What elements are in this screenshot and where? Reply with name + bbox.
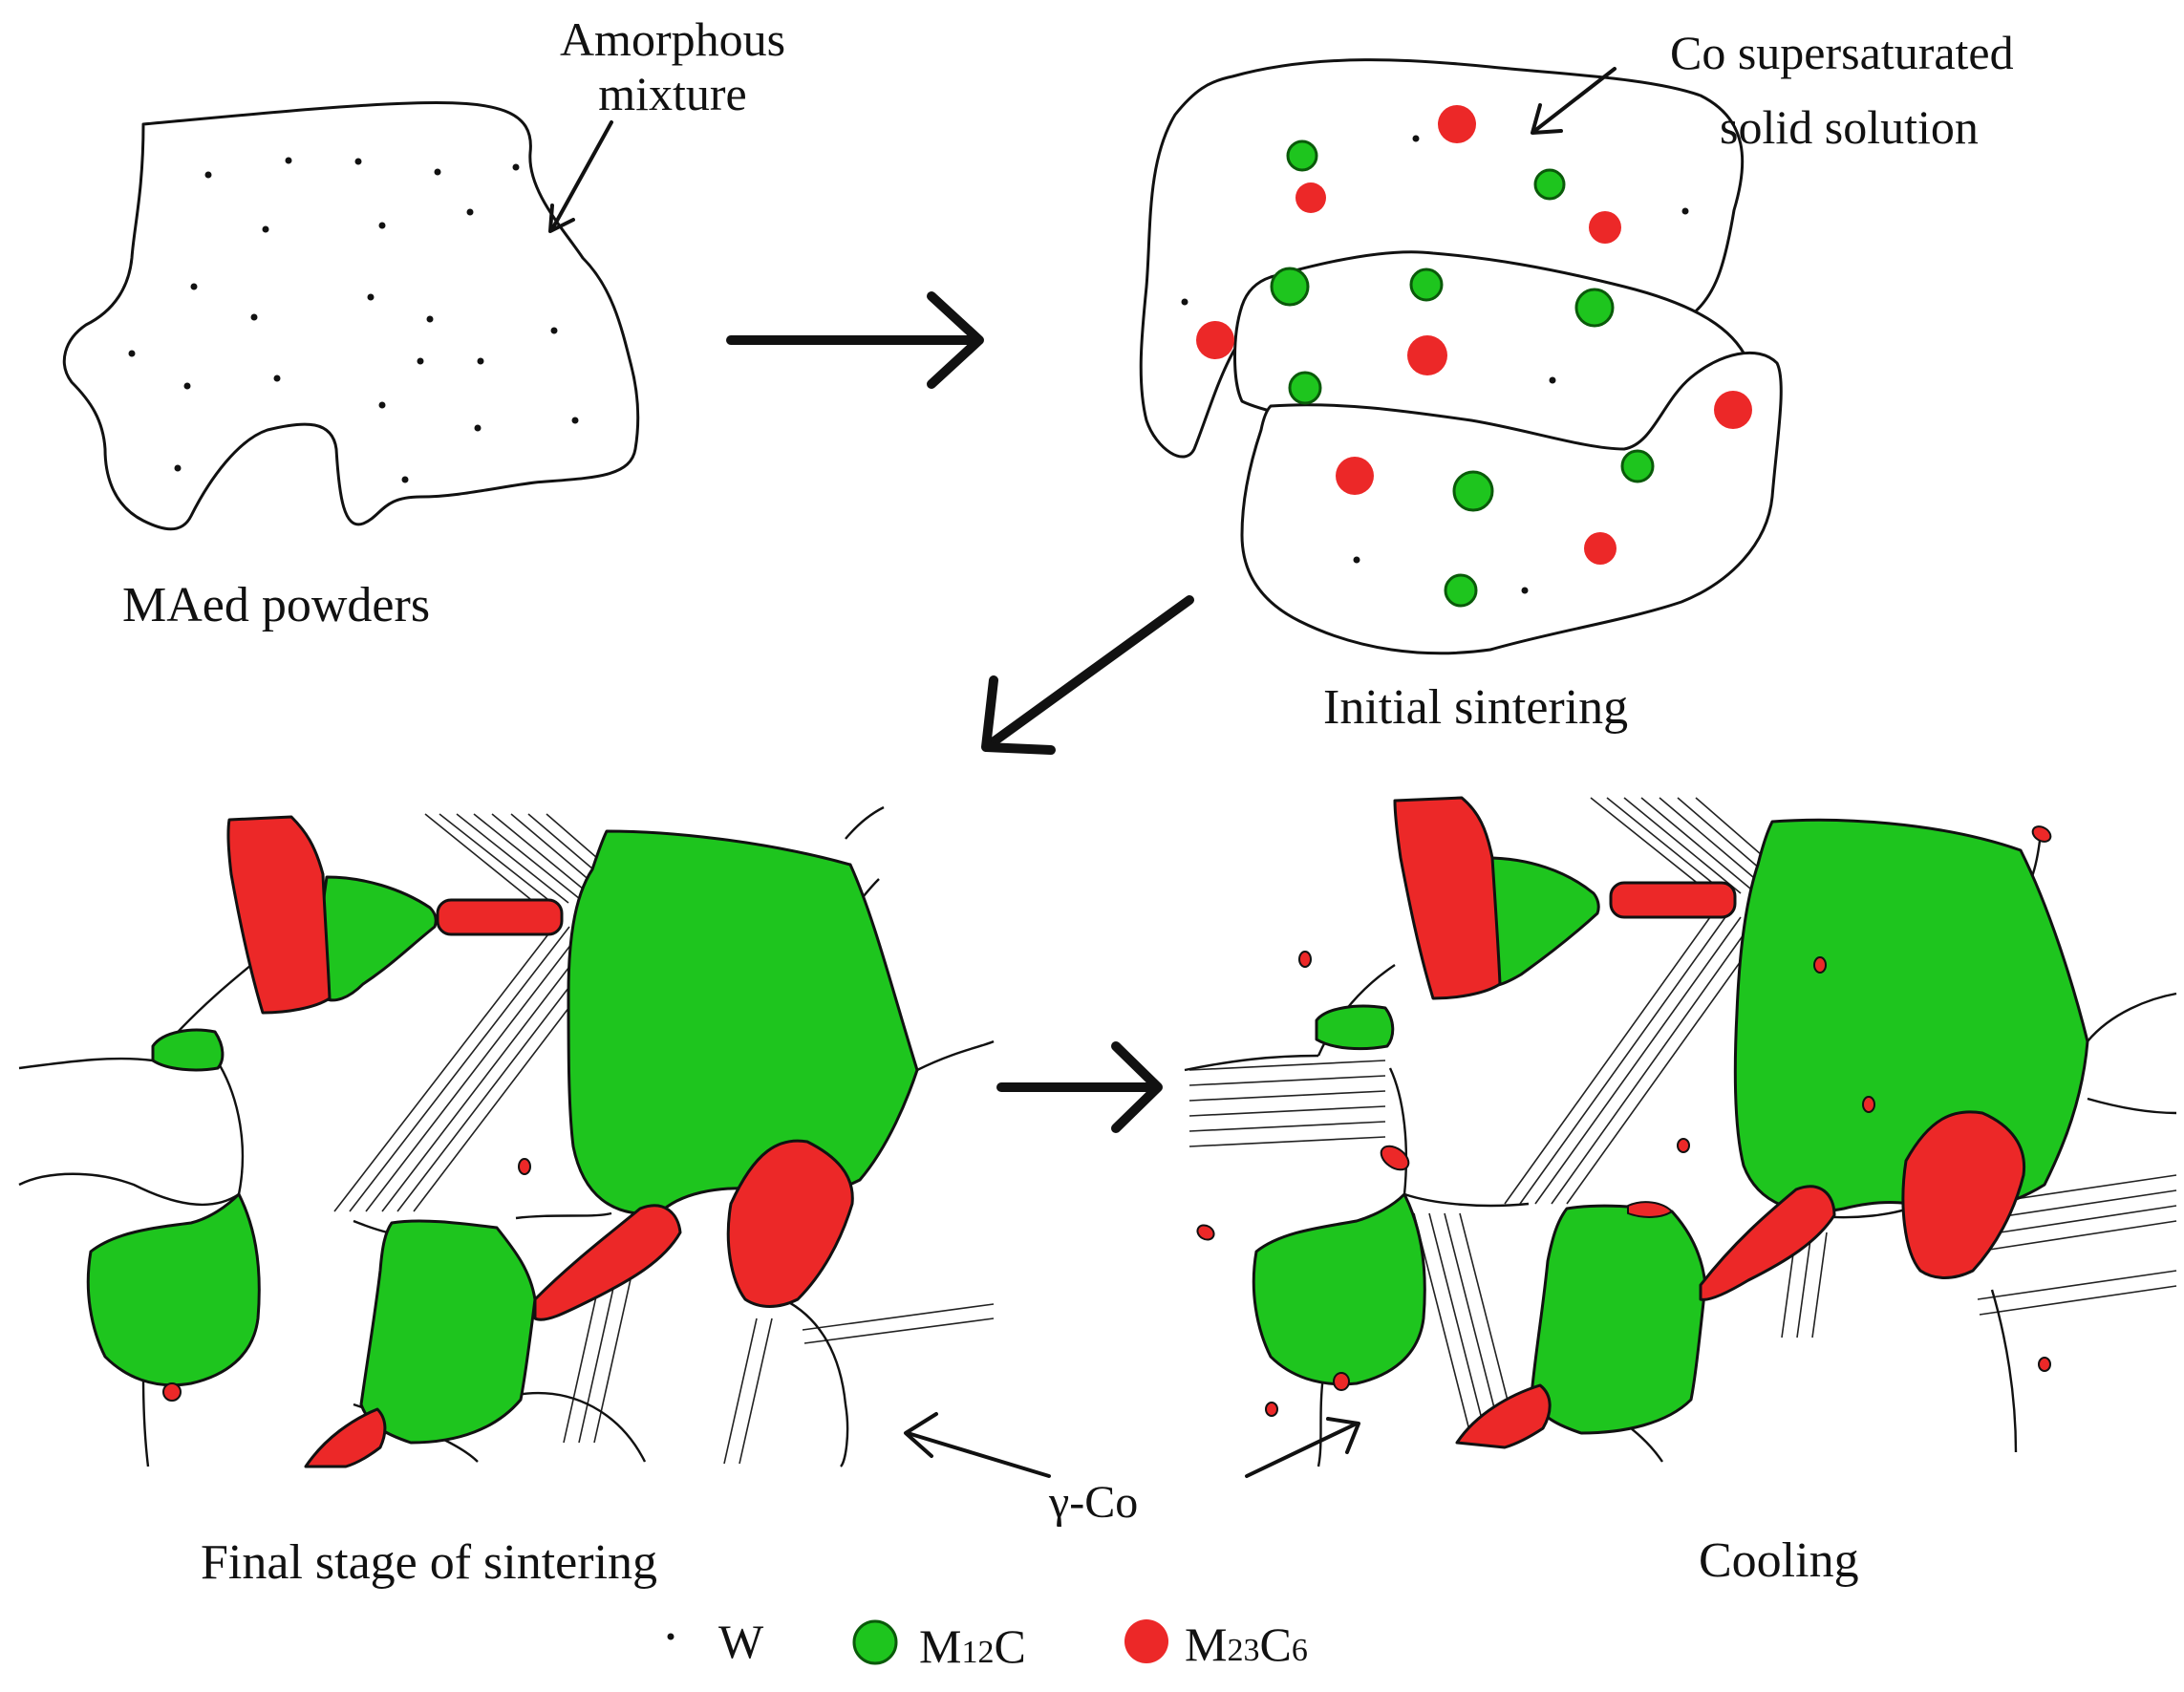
annotation-amorphous: Amorphous (560, 12, 785, 66)
w-dots (128, 157, 579, 483)
m23c6-grain-capsule (726, 1139, 854, 1308)
m12c-grain-left (86, 1192, 261, 1387)
annotation-solid-solution: solid solution (1720, 100, 1979, 154)
m12c-grain-small (1315, 1004, 1395, 1051)
m12c-grain-left (1252, 1192, 1426, 1386)
legend: W M12C M23C6 (667, 1615, 1308, 1673)
arrow-right-top (726, 291, 984, 389)
final-stage-panel: Final stage of sintering (18, 805, 995, 1590)
legend-m12c-symbol (852, 1619, 898, 1665)
annotation-arrowhead (1531, 103, 1563, 135)
arrow-right-bottom (996, 1041, 1163, 1133)
m23c6-grain-bottom (304, 1407, 387, 1468)
powder-particle (62, 101, 640, 531)
m12c-particles (1270, 139, 1655, 608)
gamma-co-annotation: γ-Co (904, 1412, 1360, 1528)
cooling-panel: Cooling (1184, 796, 2177, 1588)
w-dots (1181, 135, 1689, 594)
m12c-grain-center (1530, 1204, 1707, 1435)
m23c6-grain-capsule (1901, 1110, 2026, 1279)
m12c-grain-triangle (319, 875, 438, 1002)
gamma-co-label: γ-Co (1048, 1477, 1138, 1528)
legend-w-symbol (667, 1633, 674, 1640)
m23c6-grain-fragment (1627, 1201, 1673, 1218)
m23c6-grain-bar (436, 898, 564, 936)
gamma-co-arrow-left (906, 1431, 1051, 1478)
initial-sintering-panel: Co supersaturated solid solution Initial… (1139, 26, 2014, 735)
m12c-grain-center (359, 1219, 537, 1445)
annotation-arrowhead (548, 203, 575, 233)
m23c6-particle (162, 1382, 182, 1402)
arrow-diagonal (981, 595, 1194, 755)
m23c6-particle (518, 1158, 531, 1175)
gamma-co-arrow-right (1245, 1422, 1359, 1478)
caption-maed-powders: MAed powders (122, 578, 430, 632)
caption-final-stage: Final stage of sintering (201, 1535, 657, 1590)
m12c-grain-small (151, 1028, 225, 1072)
maed-powders-panel: Amorphous mixture MAed powders (62, 12, 785, 632)
m23c6-grain-diagonal (533, 1204, 682, 1321)
legend-m12c-label: M12C (919, 1619, 1026, 1673)
annotation-arrow-line (1531, 67, 1617, 134)
annotation-arrow-line (550, 120, 613, 231)
legend-m23c6-label: M23C6 (1185, 1617, 1308, 1671)
m12c-grain-large (567, 829, 919, 1216)
m23c6-grain-bottom (1455, 1383, 1552, 1449)
annotation-mixture: mixture (598, 67, 747, 120)
legend-w-label: W (718, 1615, 764, 1668)
m23c6-fine-particles (1196, 825, 2052, 1417)
legend-m23c6-symbol (1124, 1619, 1168, 1663)
m23c6-grain-vertical (226, 815, 332, 1015)
grain-boundaries (18, 805, 995, 1467)
m23c6-grain-vertical (1393, 796, 1502, 1000)
m23c6-particles (1196, 105, 1752, 565)
annotation-co-supersaturated: Co supersaturated (1670, 26, 2014, 79)
caption-initial-sintering: Initial sintering (1323, 680, 1628, 735)
m23c6-grain-diagonal (1699, 1185, 1836, 1301)
m23c6-grain-bar (1609, 881, 1737, 919)
particle-bottom (1240, 351, 1783, 655)
caption-cooling: Cooling (1699, 1533, 1859, 1588)
